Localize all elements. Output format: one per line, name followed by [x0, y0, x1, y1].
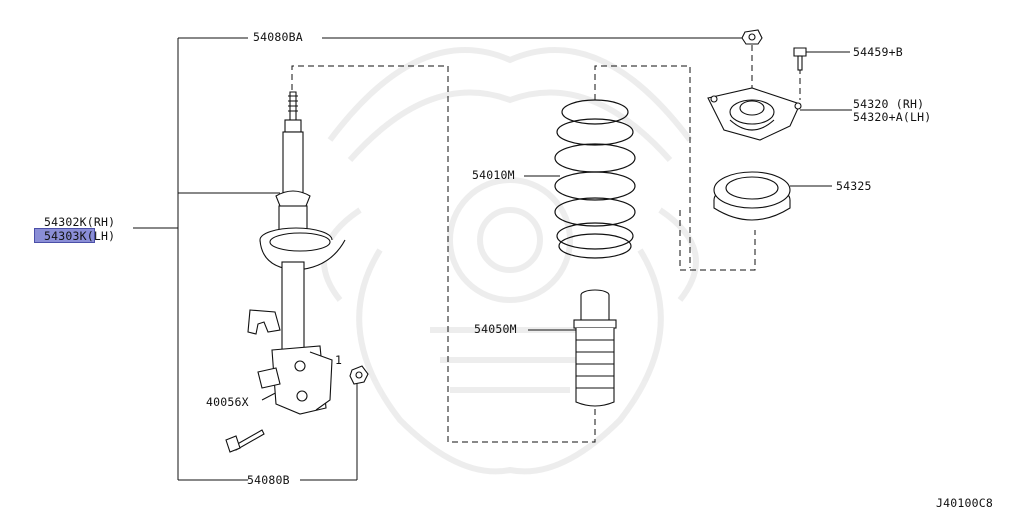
- nut-54080ba: [741, 29, 763, 45]
- mounting-insulator: [707, 87, 802, 141]
- label-54325[interactable]: 54325: [836, 179, 872, 193]
- highlight-54303k[interactable]: [34, 228, 95, 243]
- nut-54080b: [349, 365, 369, 385]
- strut-bearing: [713, 171, 791, 221]
- label-54320-rh[interactable]: 54320 (RH): [853, 97, 925, 111]
- label-54302k-rh[interactable]: 54302K(RH): [44, 215, 116, 229]
- label-54320a-lh[interactable]: 54320+A(LH): [853, 110, 932, 124]
- label-54303k-lh[interactable]: 54303K(LH): [44, 229, 116, 243]
- label-54080ba[interactable]: 54080BA: [253, 30, 303, 44]
- strut-assembly: [247, 91, 346, 415]
- watermark-emblem: [321, 47, 699, 475]
- label-54010m[interactable]: 54010M: [472, 168, 515, 182]
- label-index-1: 1: [335, 353, 343, 367]
- coil-spring: [554, 99, 636, 259]
- bolt-40056x: [225, 429, 265, 453]
- bump-stopper: [573, 289, 617, 407]
- label-54080b[interactable]: 54080B: [247, 473, 290, 487]
- diagram-code: J40100C8: [936, 496, 993, 510]
- label-40056x[interactable]: 40056X: [206, 395, 249, 409]
- bolt-54459b: [793, 47, 807, 71]
- label-54050m[interactable]: 54050M: [474, 322, 517, 336]
- label-54459b[interactable]: 54459+B: [853, 45, 903, 59]
